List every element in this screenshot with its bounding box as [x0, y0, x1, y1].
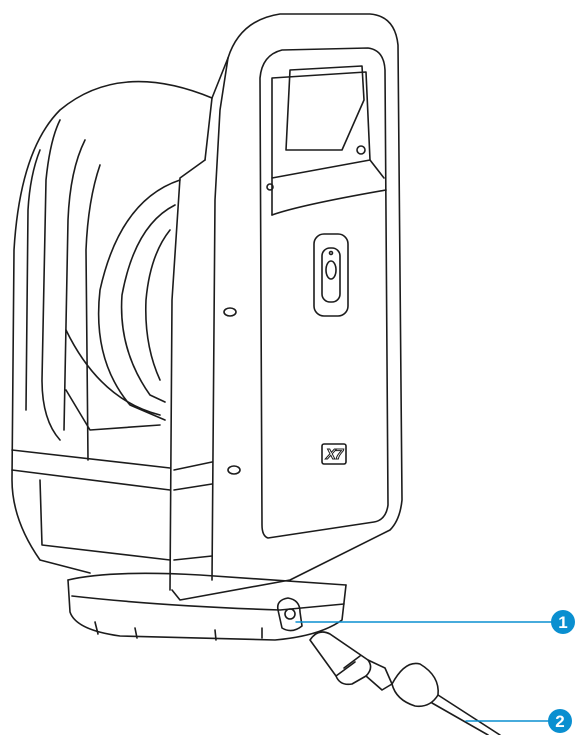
housing-screws — [223, 145, 366, 475]
drum-rings — [97, 179, 181, 421]
cable-connector — [276, 597, 501, 735]
callout-1-label: 1 — [558, 612, 568, 632]
instrument-base — [67, 572, 347, 641]
callout-circles — [548, 610, 575, 733]
callout-2-label: 2 — [555, 711, 565, 731]
button-panel — [313, 233, 349, 317]
model-label: X7 — [325, 445, 343, 463]
left-housing — [11, 80, 213, 574]
model-badge-frame — [321, 443, 347, 465]
callout-leaders — [295, 621, 552, 722]
front-housing — [169, 13, 403, 601]
